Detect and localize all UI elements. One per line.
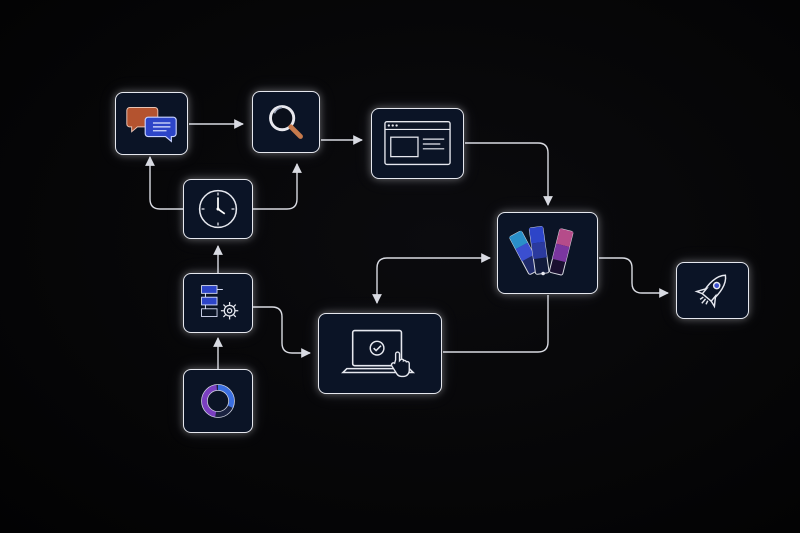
laptop-check-touch-icon xyxy=(341,329,416,378)
edge-laptop-to-palette xyxy=(443,295,549,353)
browser-window-icon xyxy=(384,120,451,166)
color-swatches-icon xyxy=(509,226,574,276)
edge-palette-laptop-bidirectional xyxy=(372,253,491,304)
edge-palette-to-rocket xyxy=(599,257,669,298)
clock-node[interactable] xyxy=(183,179,253,239)
magnifier-icon xyxy=(269,105,303,139)
chat-node[interactable] xyxy=(115,92,188,155)
edge-browser-to-palette xyxy=(465,142,553,206)
flowchart-gear-icon xyxy=(201,285,239,320)
donut-node[interactable] xyxy=(183,369,253,433)
rocket-node[interactable] xyxy=(676,262,749,319)
laptop-node[interactable] xyxy=(318,313,442,394)
clock-icon xyxy=(198,189,238,229)
search-node[interactable] xyxy=(252,91,320,153)
edge-clock-to-search xyxy=(253,163,302,210)
rocket-icon xyxy=(694,274,727,309)
palette-node[interactable] xyxy=(497,212,598,294)
flowchart-node[interactable] xyxy=(183,273,253,333)
chat-bubbles-icon xyxy=(126,107,177,143)
edge-flowchart-to-laptop xyxy=(253,306,311,358)
edge-clock-to-chat xyxy=(145,156,183,210)
browser-node[interactable] xyxy=(371,108,464,179)
donut-chart-icon xyxy=(201,384,235,418)
